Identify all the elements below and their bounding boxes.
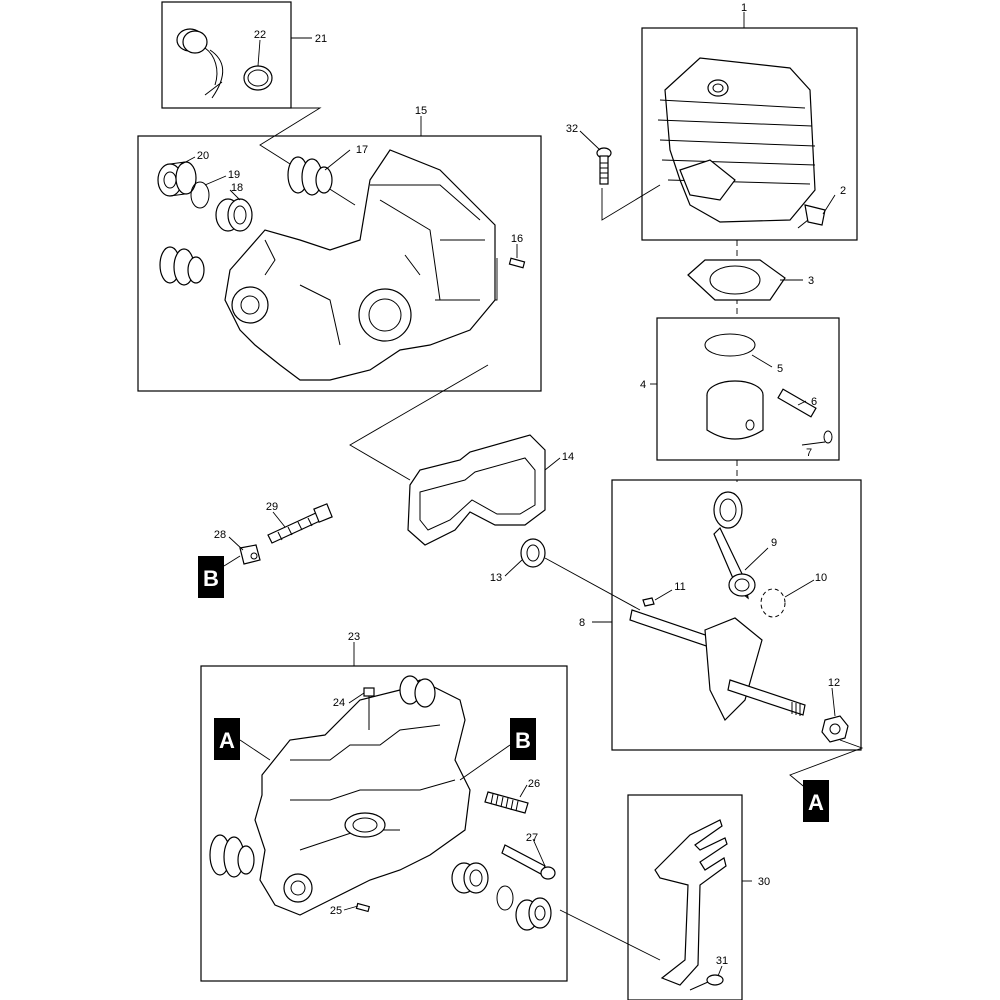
part-number-3: 3 [808,275,814,287]
lead-tag-b-screw [223,555,241,567]
part-number-24: 24 [333,697,345,709]
connector-lower-to-catcher [559,909,661,961]
group-box-oil-cap [161,1,292,109]
part-number-29: 29 [266,501,278,513]
part-number-1: 1 [741,2,747,14]
lead-tag-b-crankcase [459,744,511,781]
lead-tag-a-crankcase [239,739,271,761]
adjuster-screw-illustration [239,503,333,565]
part-number-30: 30 [758,876,770,888]
svg-text:B: B [515,728,531,753]
part-number-25: 25 [330,905,342,917]
part-number-5: 5 [777,363,783,375]
part-number-13: 13 [490,572,502,584]
ref-tag-a-crankcase: A [214,718,240,760]
part-number-10: 10 [815,572,827,584]
connector-crankshaft-to-tag-a [789,739,864,791]
part-number-14: 14 [562,451,574,463]
part-number-27: 27 [526,832,538,844]
connector-crankcase-to-gasket [349,364,489,481]
crankshaft-illustration [629,491,849,743]
connector-cylinder-screw [601,184,661,221]
part-number-19: 19 [228,169,240,181]
svg-text:A: A [808,790,824,815]
ref-tag-a-crankshaft: A [803,780,829,822]
piston-illustration [704,333,833,444]
crankcase-gasket-illustration [407,434,546,568]
cylinder-gasket-illustration [687,259,786,301]
part-number-8: 8 [579,617,585,629]
part-number-4: 4 [640,379,646,391]
part-number-15: 15 [415,105,427,117]
part-number-31: 31 [716,955,728,967]
part-number-26: 26 [528,778,540,790]
group-box-crankcase-upper [137,135,542,392]
part-number-7: 7 [806,447,812,459]
group-box-piston [656,317,840,461]
part-number-11: 11 [674,581,685,593]
svg-text:B: B [203,566,219,591]
group-box-crankshaft [611,479,862,751]
group-box-cylinder [641,27,858,241]
part-number-2: 2 [840,185,846,197]
part-number-20: 20 [197,150,209,162]
part-number-9: 9 [771,537,777,549]
group-box-chain-catcher [627,794,743,1000]
part-number-12: 12 [828,677,840,689]
part-number-32: 32 [566,123,578,135]
svg-text:A: A [219,728,235,753]
oil-cap-illustration [176,28,273,99]
part-number-18: 18 [231,182,243,194]
leader-lines [179,12,836,977]
cylinder-illustration [596,57,826,229]
part-number-23: 23 [348,631,360,643]
ref-tag-b-crankcase: B [510,718,536,760]
connector-seal-to-crankshaft [544,557,641,611]
upper-crankcase-illustration [157,149,526,381]
part-number-28: 28 [214,529,226,541]
part-number-16: 16 [511,233,523,245]
part-number-22: 22 [254,29,266,41]
group-box-crankcase-lower [200,665,568,982]
chain-catcher-illustration [654,819,728,991]
part-number-6: 6 [811,396,817,408]
part-number-17: 17 [356,144,368,156]
ref-tag-b-screw: B [198,556,224,598]
lower-crankcase-illustration [209,675,556,931]
part-number-21: 21 [315,33,327,45]
